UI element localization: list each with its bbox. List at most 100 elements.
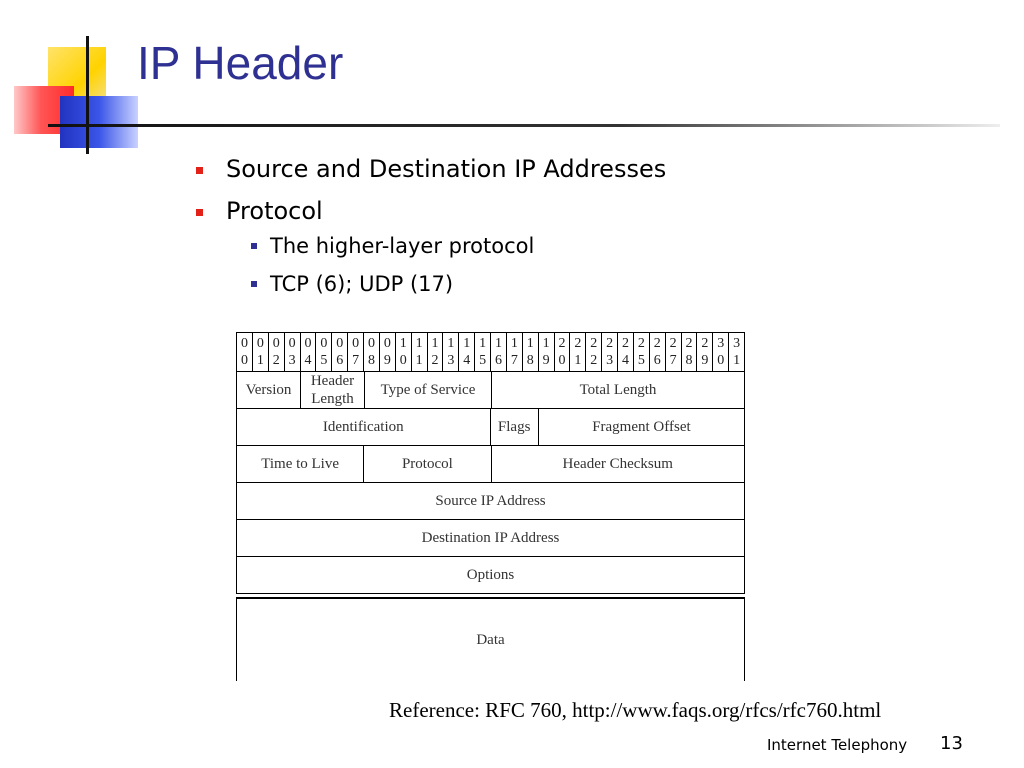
bit-digit: 2 bbox=[621, 336, 629, 351]
bullet-list: Source and Destination IP Addresses Prot… bbox=[196, 155, 666, 311]
bit-digit: 1 bbox=[256, 353, 264, 368]
bit-digit: 7 bbox=[510, 353, 518, 368]
bit-digit: 9 bbox=[542, 353, 550, 368]
bit-digit: 0 bbox=[240, 336, 248, 351]
bit-digit: 0 bbox=[717, 353, 725, 368]
bit-digit: 1 bbox=[510, 336, 518, 351]
header-field: Flags bbox=[489, 409, 538, 445]
bit-digit: 3 bbox=[606, 353, 614, 368]
header-row: Version Header Length Type of Service Total… bbox=[236, 371, 745, 408]
bit-digit: 1 bbox=[447, 336, 455, 351]
logo-blue-square bbox=[60, 96, 138, 148]
sub-bullet-text: The higher-layer protocol bbox=[270, 234, 535, 258]
header-field: Fragment Offset bbox=[537, 409, 744, 445]
bit-digit: 2 bbox=[590, 336, 598, 351]
bit-digit: 8 bbox=[367, 353, 375, 368]
bit-digit: 3 bbox=[447, 353, 455, 368]
bit-digit: 0 bbox=[558, 353, 566, 368]
bit-digit: 0 bbox=[256, 336, 264, 351]
bit-digit: 4 bbox=[621, 353, 629, 368]
bit-digit: 0 bbox=[367, 336, 375, 351]
bit-digit: 2 bbox=[653, 336, 661, 351]
header-field-label: Version bbox=[245, 382, 292, 398]
bit-digit: 0 bbox=[272, 336, 280, 351]
bullet-square-icon bbox=[196, 167, 203, 174]
bit-digit: 7 bbox=[669, 353, 677, 368]
bit-digit: 2 bbox=[669, 336, 677, 351]
bit-digit: 1 bbox=[494, 336, 502, 351]
header-field: Options bbox=[237, 557, 744, 593]
bit-digit: 2 bbox=[431, 353, 439, 368]
bit-digit: 8 bbox=[526, 353, 534, 368]
header-field-label: Fragment Offset bbox=[592, 419, 691, 435]
header-field-label: Header Length bbox=[310, 373, 355, 407]
header-field: Version bbox=[237, 372, 300, 408]
bullet-text: Source and Destination IP Addresses bbox=[226, 155, 667, 183]
bit-digit: 3 bbox=[733, 336, 741, 351]
bit-digit: 1 bbox=[463, 336, 471, 351]
bit-digit: 3 bbox=[717, 336, 725, 351]
bullet-item: Protocol The higher-layer protocol TCP (… bbox=[196, 197, 666, 297]
header-field-label: Header Checksum bbox=[562, 456, 673, 472]
footer-text: Internet Telephony bbox=[767, 736, 908, 754]
header-field-label: Type of Service bbox=[380, 382, 476, 398]
slide-logo bbox=[0, 0, 160, 160]
header-row: Destination IP Address bbox=[236, 519, 745, 556]
sub-bullet-square-icon bbox=[251, 243, 257, 249]
bullet-item: Source and Destination IP Addresses bbox=[196, 155, 666, 183]
header-field: Header Length bbox=[300, 372, 364, 408]
bit-digit: 0 bbox=[304, 336, 312, 351]
bit-digit: 2 bbox=[574, 336, 582, 351]
bit-digit: 2 bbox=[272, 353, 280, 368]
sub-bullet-item: The higher-layer protocol bbox=[240, 233, 666, 259]
header-row: Source IP Address bbox=[236, 482, 745, 519]
bit-digit: 1 bbox=[574, 353, 582, 368]
data-field-label: Data bbox=[476, 631, 505, 648]
header-field: Identification bbox=[237, 409, 490, 445]
header-field-label: Options bbox=[466, 567, 515, 583]
bit-digit: 0 bbox=[288, 336, 296, 351]
bit-digit: 9 bbox=[701, 353, 709, 368]
bit-digit: 3 bbox=[288, 353, 296, 368]
bit-digit: 1 bbox=[542, 336, 550, 351]
bit-digit: 0 bbox=[383, 336, 391, 351]
header-field: Destination IP Address bbox=[237, 520, 744, 556]
header-field: Header Checksum bbox=[490, 446, 745, 482]
bit-digit: 0 bbox=[399, 353, 407, 368]
bit-digit: 1 bbox=[415, 336, 423, 351]
bit-digit: 1 bbox=[399, 336, 407, 351]
sub-bullet-text: TCP (6); UDP (17) bbox=[270, 272, 454, 296]
bit-digit: 6 bbox=[494, 353, 502, 368]
sub-bullet-item: TCP (6); UDP (17) bbox=[240, 271, 666, 297]
header-field-label: Flags bbox=[497, 419, 531, 435]
bit-digit: 2 bbox=[701, 336, 709, 351]
header-row: Options bbox=[236, 556, 745, 594]
bit-digit: 6 bbox=[653, 353, 661, 368]
header-field-label: Identification bbox=[322, 419, 404, 435]
header-field: Time to Live bbox=[237, 446, 363, 482]
header-field-label: Total Length bbox=[579, 382, 657, 398]
header-field-label: Protocol bbox=[401, 456, 453, 472]
